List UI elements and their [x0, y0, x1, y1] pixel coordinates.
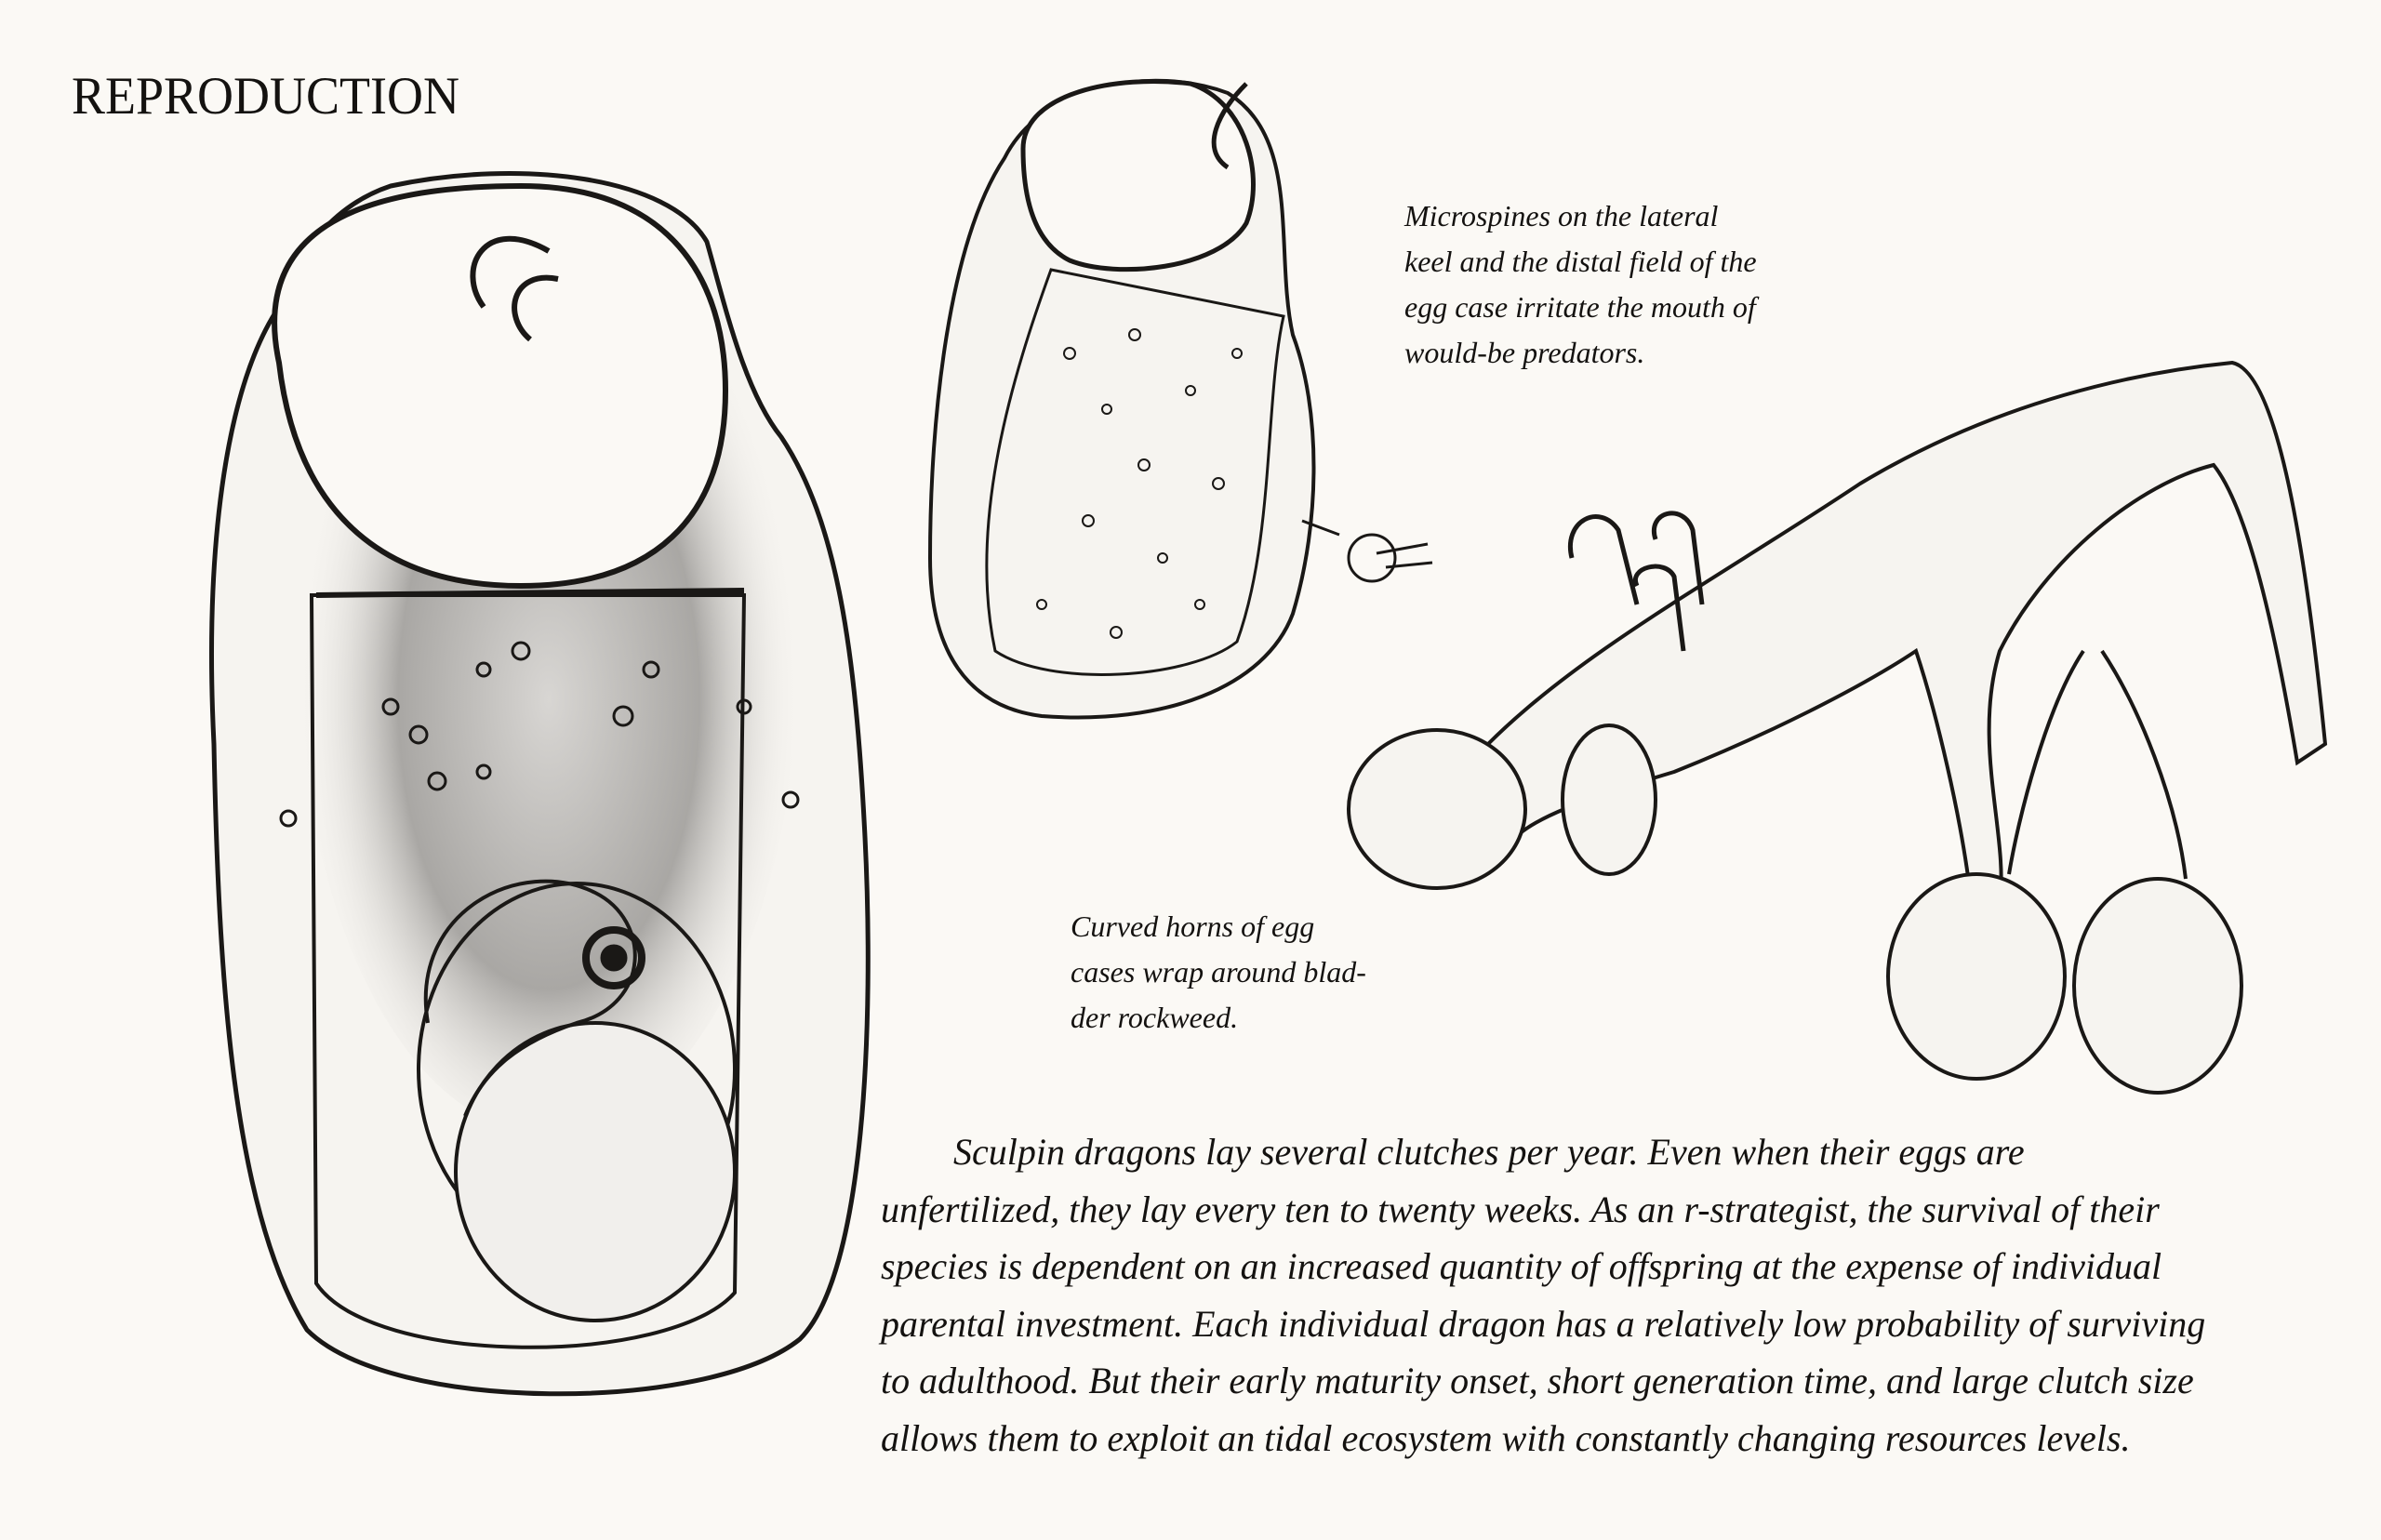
paragraph-line: allows them to exploit an tidal ecosyste… — [881, 1416, 2131, 1459]
caption-line: egg case irritate the mouth of — [1404, 290, 1756, 324]
caption-microspines: Microspines on the lateral keel and the … — [1404, 193, 1757, 376]
rockweed-illustration — [1347, 360, 2328, 1095]
caption-horns: Curved horns of egg cases wrap around bl… — [1071, 904, 1366, 1041]
caption-line: would-be predators. — [1404, 336, 1645, 369]
body-paragraph: Sculpin dragons lay several clutches per… — [881, 1123, 2205, 1467]
caption-line: keel and the distal field of the — [1404, 245, 1757, 278]
caption-line: Microspines on the lateral — [1404, 199, 1719, 232]
paragraph-line: parental investment. Each individual dra… — [881, 1302, 2206, 1345]
page-title: REPRODUCTION — [72, 66, 460, 126]
caption-line: cases wrap around blad- — [1071, 955, 1366, 989]
caption-line: Curved horns of egg — [1071, 909, 1315, 943]
large-egg-case-illustration — [209, 167, 871, 1397]
paragraph-line: to adulthood. But their early maturity o… — [881, 1360, 2194, 1401]
small-egg-case-illustration — [927, 78, 1433, 720]
caption-line: der rockweed. — [1071, 1001, 1239, 1034]
paragraph-line: species is dependent on an increased qua… — [881, 1245, 2162, 1287]
paragraph-line: Sculpin dragons lay several clutches per… — [953, 1131, 2025, 1173]
paragraph-line: unfertilized, they lay every ten to twen… — [881, 1188, 2160, 1230]
